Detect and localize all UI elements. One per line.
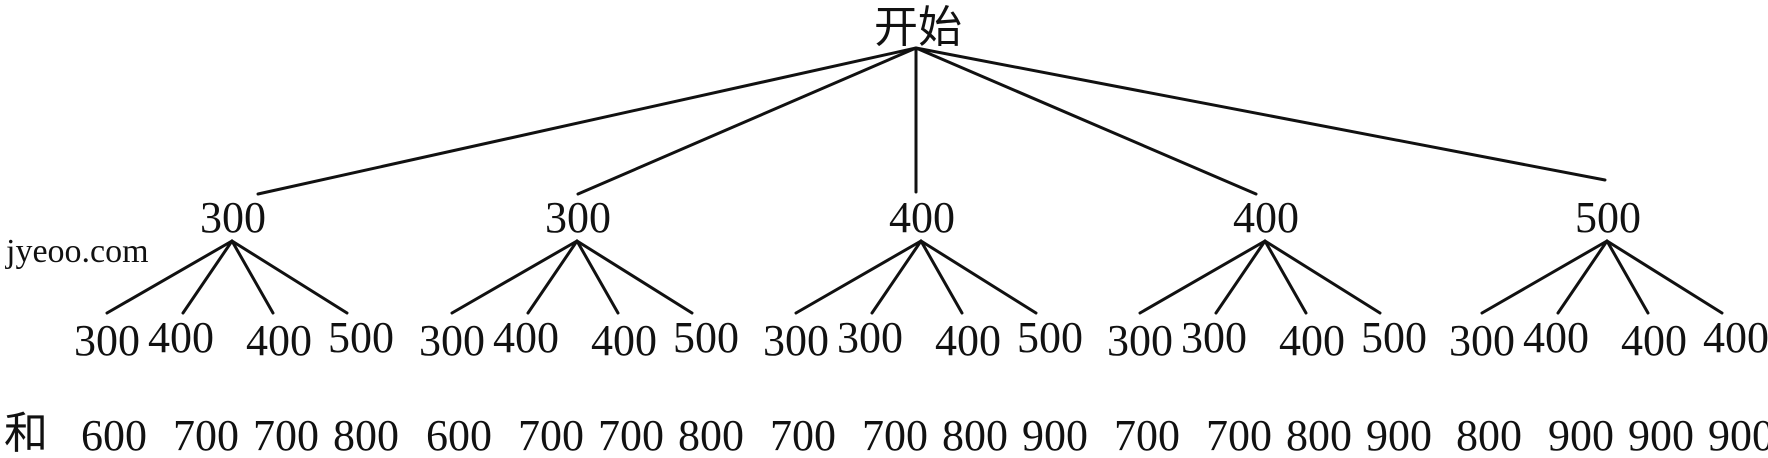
edge-branch-5-child-4: [1605, 239, 1724, 315]
sum-2-2: 700: [518, 411, 584, 458]
branch-2-label: 300: [545, 193, 611, 242]
sum-2-3: 700: [598, 411, 664, 458]
sum-3-1: 700: [770, 411, 836, 458]
branch-3-child-3-label: 400: [935, 316, 1001, 365]
branch-5-child-2-label: 400: [1523, 313, 1589, 362]
branch-4-child-4-label: 500: [1361, 313, 1427, 362]
sum-1-3: 700: [253, 411, 319, 458]
branch-4-child-3-label: 400: [1279, 316, 1345, 365]
sum-2-1: 600: [426, 411, 492, 458]
edge-branch-4-child-2: [1214, 239, 1267, 315]
branch-4-child-2-label: 300: [1181, 313, 1247, 362]
sum-1-4: 800: [333, 411, 399, 458]
watermark-text: jyeoo.com: [5, 233, 149, 270]
branch-2-child-3-label: 400: [591, 316, 657, 365]
edge-branch-1-child-4: [230, 239, 349, 315]
branch-1-child-2-label: 400: [148, 313, 214, 362]
sum-1-1: 600: [81, 411, 147, 458]
edge-root-to-branch-4: [914, 46, 1258, 196]
sum-1-2: 700: [173, 411, 239, 458]
tree-edges: [105, 46, 1724, 315]
edge-branch-4-child-4: [1263, 239, 1382, 315]
sum-3-4: 900: [1022, 411, 1088, 458]
sum-row: 600 700 700 800 600 700 700 800 700 700 800 900 700 7…: [81, 411, 1768, 458]
branch-1-child-1-label: 300: [74, 316, 140, 365]
edge-branch-5-child-1: [1480, 239, 1609, 315]
edge-root-to-branch-5: [914, 46, 1607, 182]
sum-2-4: 800: [678, 411, 744, 458]
branch-2-child-2-label: 400: [493, 313, 559, 362]
branch-1-child-4-label: 500: [328, 313, 394, 362]
branch-2-child-4-label: 500: [673, 313, 739, 362]
edge-root-to-branch-1: [256, 46, 918, 196]
edge-branch-3-child-2: [870, 239, 923, 315]
edge-branch-1-child-2: [181, 239, 234, 315]
branch-3-label: 400: [889, 193, 955, 242]
branch-5-child-1-label: 300: [1449, 316, 1515, 365]
edge-branch-5-child-3: [1605, 239, 1650, 315]
branch-4-child-1-label: 300: [1107, 316, 1173, 365]
sum-row-label: 和: [4, 409, 48, 458]
edge-branch-4-child-1: [1138, 239, 1267, 315]
edge-branch-4-child-3: [1263, 239, 1308, 315]
edge-branch-1-child-3: [230, 239, 275, 315]
edge-root-to-branch-2: [576, 46, 918, 196]
branch-1-label: 300: [200, 193, 266, 242]
sum-3-3: 800: [942, 411, 1008, 458]
sum-4-2: 700: [1206, 411, 1272, 458]
branch-4-label: 400: [1233, 193, 1299, 242]
edge-branch-1-child-1: [105, 239, 234, 315]
sum-4-4: 900: [1366, 411, 1432, 458]
sum-5-2: 900: [1548, 411, 1614, 458]
edge-branch-5-child-2: [1556, 239, 1609, 315]
branch-3-child-4-label: 500: [1017, 313, 1083, 362]
edge-branch-2-child-4: [575, 239, 694, 315]
sum-5-1: 800: [1456, 411, 1522, 458]
edge-branch-2-child-1: [450, 239, 579, 315]
sum-5-3: 900: [1628, 411, 1694, 458]
branch-5-child-3-label: 400: [1621, 316, 1687, 365]
branch-1-child-3-label: 400: [246, 316, 312, 365]
edge-branch-3-child-4: [919, 239, 1038, 315]
edge-branch-2-child-3: [575, 239, 620, 315]
edge-branch-2-child-2: [526, 239, 579, 315]
branch-5-label: 500: [1575, 193, 1641, 242]
branch-2-child-1-label: 300: [419, 316, 485, 365]
branch-3-child-1-label: 300: [763, 316, 829, 365]
root-node-label: 开始: [874, 3, 962, 52]
edge-branch-3-child-1: [794, 239, 923, 315]
branch-5-child-4-label: 400: [1703, 313, 1768, 362]
sum-3-2: 700: [862, 411, 928, 458]
edge-branch-3-child-3: [919, 239, 964, 315]
sum-5-4: 900: [1708, 411, 1768, 458]
sum-4-1: 700: [1114, 411, 1180, 458]
sum-4-3: 800: [1286, 411, 1352, 458]
branch-3-child-2-label: 300: [837, 313, 903, 362]
